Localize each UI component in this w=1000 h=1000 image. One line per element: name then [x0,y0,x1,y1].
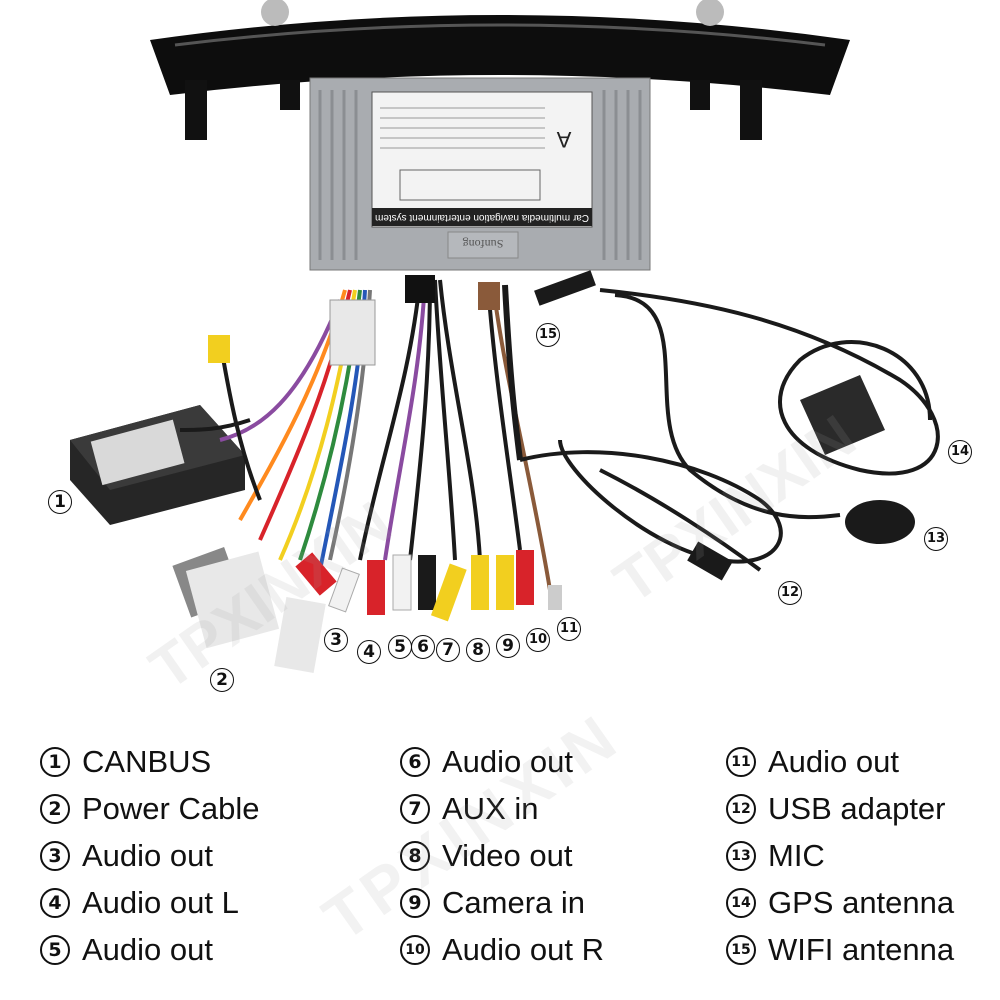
legend-item: 2 Power Cable [40,785,259,832]
legend-number: 1 [40,746,70,777]
callout-2: 2 [210,668,234,692]
callout-5: 5 [388,635,412,659]
legend-label: AUX in [442,790,539,826]
legend-label: WIFI antenna [768,931,955,967]
mic-head [845,500,915,544]
legend-label: MIC [768,837,825,873]
callout-6: 6 [411,635,435,659]
legend-number: 14 [726,887,756,918]
legend-item: 10 Audio out R [400,926,604,973]
gps-antenna-puck [800,375,885,455]
legend-label: Audio out [82,837,213,873]
legend-label: CANBUS [82,743,212,779]
legend-number: 5 [40,934,70,965]
callout-14: 14 [948,440,972,464]
legend-item: 5 Audio out [40,926,259,973]
legend-label: USB adapter [768,790,946,826]
callout-8: 8 [466,638,490,662]
legend-label: Audio out L [82,884,239,920]
legend-number: 13 [726,840,756,871]
callout-15: 15 [536,323,560,347]
callout-12: 12 [778,581,802,605]
callout-1: 1 [48,490,72,514]
callout-9: 9 [496,634,520,658]
legend-item: 12 USB adapter [726,785,954,832]
legend-number: 9 [400,887,430,918]
legend-column-2: 6 Audio out 7 AUX in 8 Video out 9 Camera in… [400,738,604,973]
legend-number: 4 [40,887,70,918]
rca-plugs [295,550,562,622]
legend-label: Video out [442,837,573,873]
legend-column-3: 11 Audio out 12 USB adapter 13 MIC 14 GPS an… [726,738,954,973]
legend-item: 3 Audio out [40,832,259,879]
wifi-antenna-stub [534,270,596,306]
legend-label: Camera in [442,884,585,920]
callout-7: 7 [436,638,460,662]
legend-label: Audio out [82,931,213,967]
legend-label: Power Cable [82,790,260,826]
callout-3: 3 [324,628,348,652]
legend-item: 9 Camera in [400,879,604,926]
callout-4: 4 [357,640,381,664]
radio-chassis [309,77,651,271]
legend-item: 13 MIC [726,832,954,879]
legend-item: 14 GPS antenna [726,879,954,926]
legend-number: 6 [400,746,430,777]
legend-label: Audio out R [442,931,604,967]
chassis-brand-mark: Sunfong [463,237,504,251]
callout-10: 10 [526,628,550,652]
canbus-box [70,405,245,525]
legend-item: 11 Audio out [726,738,954,785]
legend-label: Audio out [768,743,899,779]
legend-item: 6 Audio out [400,738,604,785]
product-photo: Car multimedia navigation entertainment … [70,0,940,702]
usb-adapter-plug [687,541,733,581]
legend-label: GPS antenna [768,884,955,920]
legend-number: 3 [40,840,70,871]
radio-bezel [150,0,850,140]
legend-number: 8 [400,840,430,871]
legend-number: 11 [726,746,756,777]
watermark-photo-2: TPXINXIN [602,402,867,616]
callout-11: 11 [557,617,581,641]
antenna-cables [519,288,940,572]
legend-number: 2 [40,793,70,824]
callout-13: 13 [924,527,948,551]
legend-item: 15 WIFI antenna [726,926,954,973]
legend-item: 7 AUX in [400,785,604,832]
legend-number: 15 [726,934,756,965]
harness-connectors [172,275,500,673]
chassis-face-letter: A [556,127,571,152]
legend-item: 4 Audio out L [40,879,259,926]
legend-number: 12 [726,793,756,824]
legend-label: Audio out [442,743,573,779]
legend-number: 7 [400,793,430,824]
legend-item: 8 Video out [400,832,604,879]
chassis-label: Car multimedia navigation entertainment … [375,212,589,223]
legend-item: 1 CANBUS [40,738,259,785]
legend-number: 10 [400,934,430,965]
